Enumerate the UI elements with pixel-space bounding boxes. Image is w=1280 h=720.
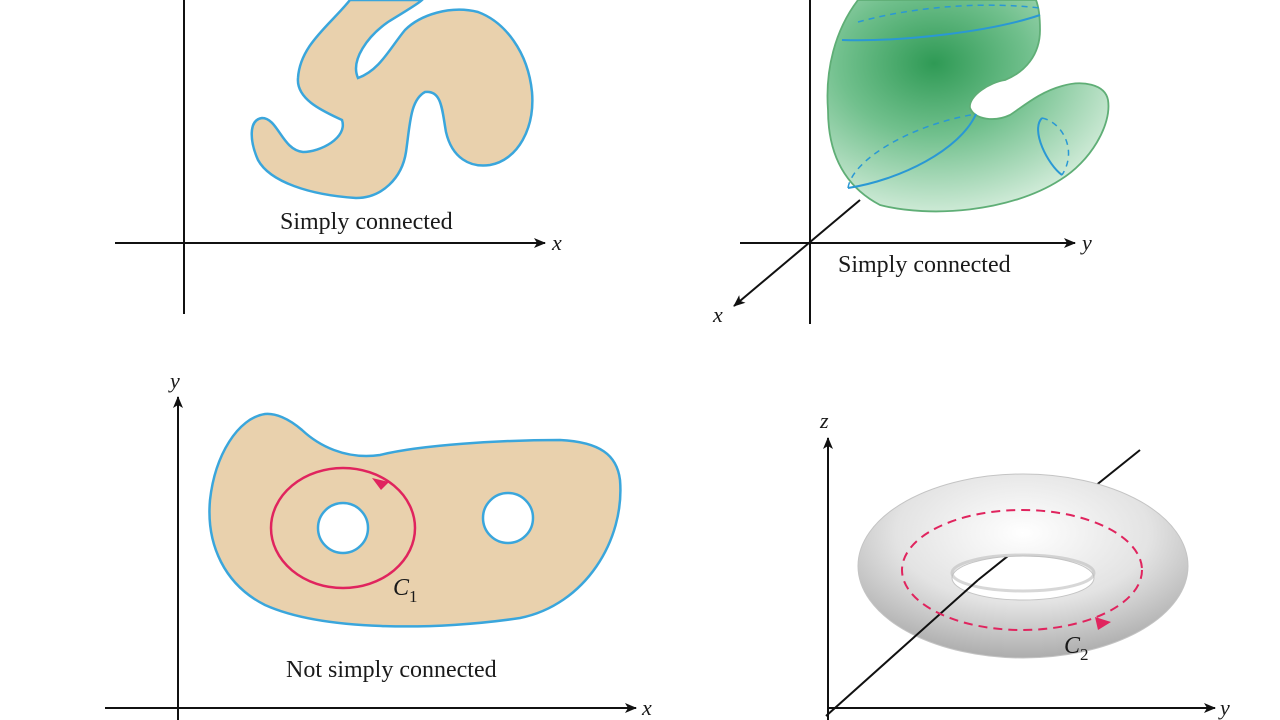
curve-direction-arrow (1095, 617, 1111, 630)
cross-section-top (841, 14, 1041, 42)
z-axis-label: z (819, 408, 829, 433)
simply-connected-region (250, 0, 534, 200)
x-axis-label: x (551, 230, 562, 255)
caption: Simply connected (838, 252, 1011, 278)
cross-section-middle (847, 113, 977, 189)
torus-surface (857, 473, 1189, 659)
x-axis-front (825, 579, 979, 717)
cross-section-top-hidden (857, 4, 1041, 23)
panel-top-left: x Simply connected (115, 0, 562, 314)
curve-label-c1: C1 (393, 575, 418, 606)
caption: Not simply connected (286, 657, 497, 683)
x-axis (733, 199, 861, 307)
cross-section-end (1037, 117, 1063, 176)
curve-label-c2: C2 (1064, 633, 1089, 664)
x-axis-label: x (712, 302, 723, 327)
y-axis-label: y (168, 368, 180, 393)
panel-bottom-right: z y C2 (819, 408, 1230, 720)
caption: Simply connected (280, 209, 453, 235)
panel-top-right: y x Simply connected (712, 0, 1110, 327)
y-axis-label: y (1080, 230, 1092, 255)
torus-hole-shadow (950, 553, 1096, 593)
simply-connected-solid (826, 0, 1110, 213)
panel-bottom-left: y x C1 Not simply connected (105, 368, 652, 720)
y-axis-label: y (1218, 695, 1230, 720)
closed-curve-c1 (269, 466, 417, 590)
curve-direction-arrow (372, 478, 389, 490)
x-axis-label: x (641, 695, 652, 720)
closed-curve-c2 (901, 509, 1143, 631)
